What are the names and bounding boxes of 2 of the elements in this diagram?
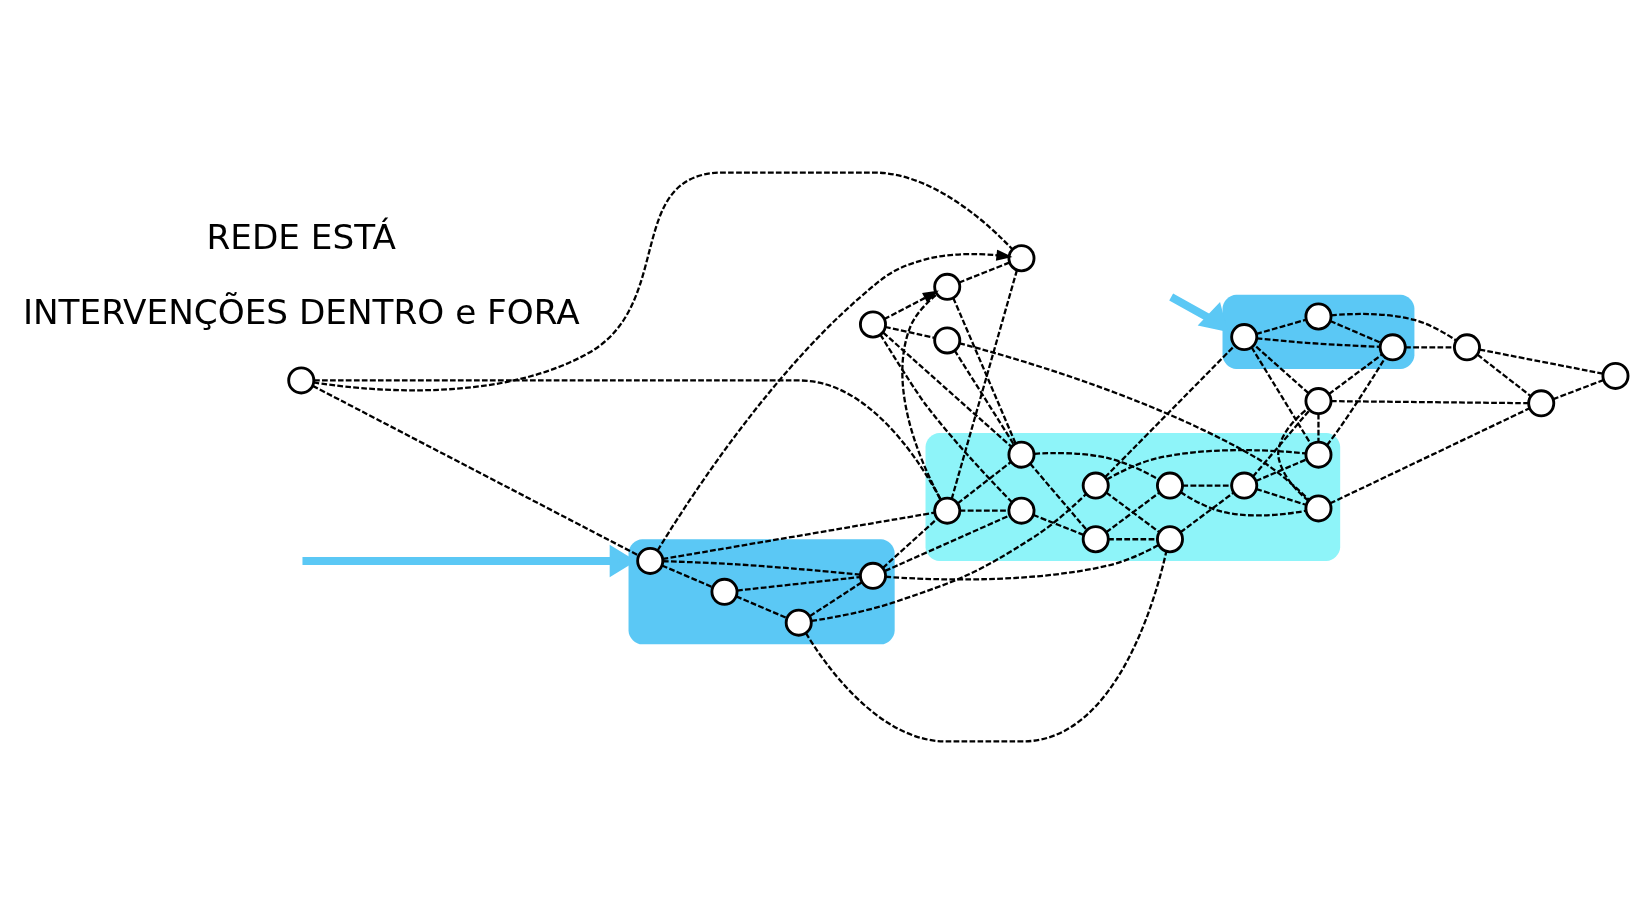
label: INTERVENÇÕES DENTRO e FORA: [22, 291, 580, 332]
label: REDE ESTÁ: [206, 216, 396, 257]
